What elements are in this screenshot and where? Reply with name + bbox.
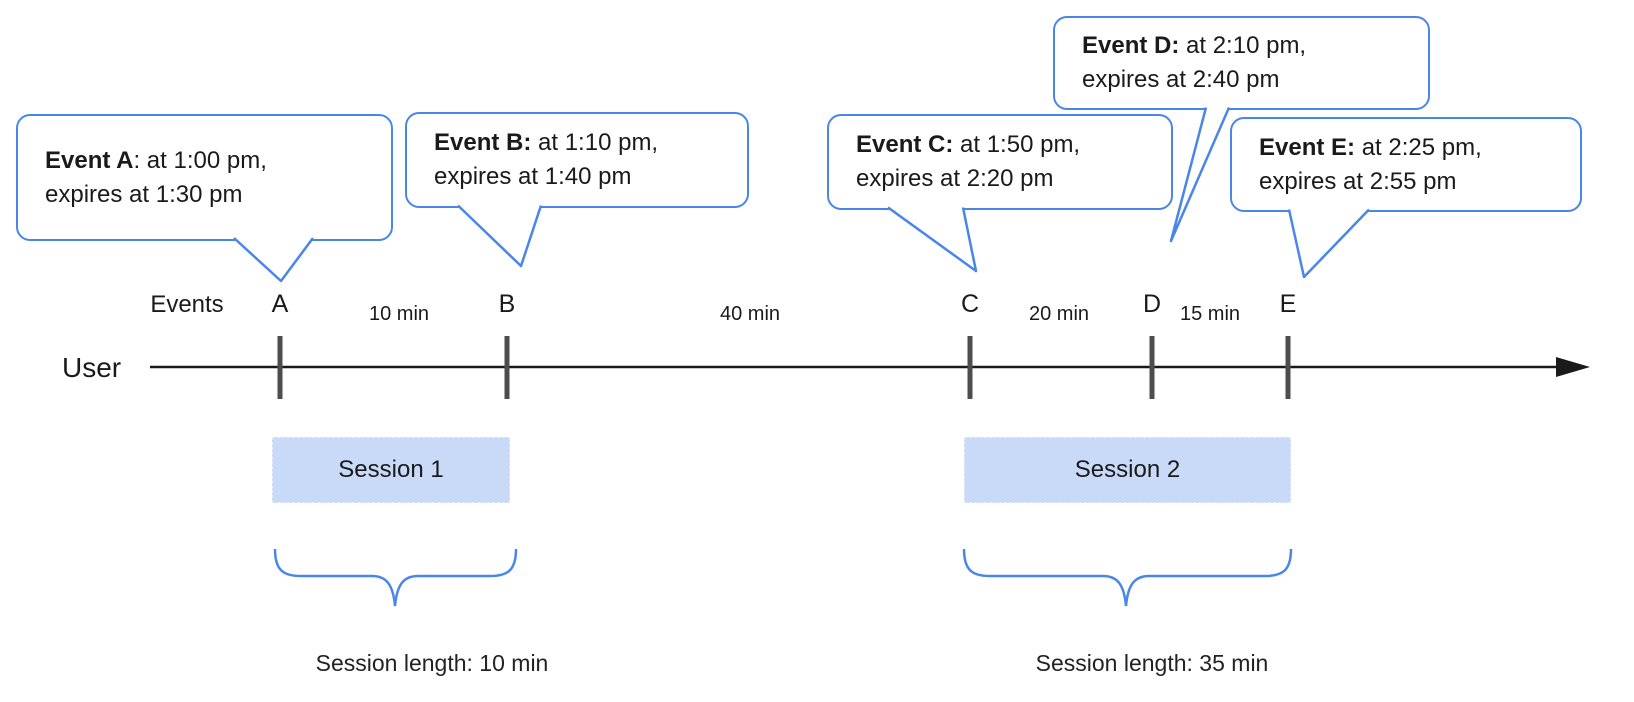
event-e-callout-line1: Event E: at 2:25 pm,: [1259, 131, 1572, 165]
event-letter-a: A: [271, 290, 289, 318]
interval-b-c-label: 40 min: [719, 303, 781, 325]
event-c-expiry: expires at 2:20 pm: [856, 165, 1054, 192]
event-d-time: at 2:10 pm,: [1179, 32, 1307, 59]
event-b-callout-line1: Event B: at 1:10 pm,: [434, 126, 739, 160]
event-e-callout: Event E: at 2:25 pm, expires at 2:55 pm: [1230, 117, 1582, 212]
event-c-callout: Event C: at 1:50 pm, expires at 2:20 pm: [827, 114, 1173, 210]
event-b-expiry: expires at 1:40 pm: [434, 163, 632, 190]
events-label: Events: [150, 291, 224, 318]
session-2-length-label: Session length: 35 min: [1035, 650, 1269, 676]
event-c-tail: [887, 206, 978, 273]
user-label: User: [62, 352, 122, 383]
event-d-tail: [1169, 107, 1231, 243]
event-d-callout-line1: Event D: at 2:10 pm,: [1082, 29, 1420, 63]
event-d-expiry: expires at 2:40 pm: [1082, 66, 1280, 93]
interval-a-b-label: 10 min: [368, 303, 430, 325]
session-1-length-label: Session length: 10 min: [315, 650, 549, 676]
event-a-tail: [233, 237, 315, 283]
interval-d-e-label: 15 min: [1179, 303, 1241, 325]
event-b-tail: [457, 204, 543, 268]
session-1-brace: [273, 548, 518, 607]
event-c-name: Event C:: [856, 131, 954, 158]
timeline-arrowhead: [1556, 357, 1590, 377]
interval-c-d-label: 20 min: [1028, 303, 1090, 325]
event-e-time: at 2:25 pm,: [1355, 133, 1482, 161]
event-b-callout: Event B: at 1:10 pm, expires at 1:40 pm: [405, 112, 749, 208]
event-d-callout: Event D: at 2:10 pm, expires at 2:40 pm: [1053, 16, 1430, 110]
session-2-brace: [962, 548, 1293, 607]
event-letter-d: D: [1142, 290, 1162, 318]
event-c-time: at 1:50 pm,: [953, 131, 1081, 158]
event-c-callout-line1: Event C: at 1:50 pm,: [856, 128, 1163, 162]
session-1-label: Session 1: [338, 456, 444, 483]
event-e-name: Event E:: [1259, 133, 1356, 161]
session-2-label: Session 2: [1074, 456, 1181, 483]
session-1-box: Session 1: [272, 437, 510, 503]
event-letter-c: C: [960, 290, 980, 318]
event-a-callout: Event A: at 1:00 pm, expires at 1:30 pm: [16, 114, 393, 241]
event-e-tail: [1287, 208, 1370, 279]
event-a-name: Event A: [45, 146, 134, 174]
event-a-callout-line1: Event A: at 1:00 pm,: [45, 144, 383, 178]
event-a-expiry: expires at 1:30 pm: [45, 180, 243, 208]
event-d-name: Event D:: [1082, 32, 1180, 59]
event-letter-b: B: [498, 290, 516, 318]
event-letter-e: E: [1279, 290, 1297, 318]
event-b-time: at 1:10 pm,: [531, 129, 659, 156]
session-2-box: Session 2: [964, 437, 1291, 503]
event-b-name: Event B:: [434, 129, 532, 156]
event-a-time: : at 1:00 pm,: [133, 146, 267, 174]
event-e-expiry: expires at 2:55 pm: [1259, 167, 1457, 195]
